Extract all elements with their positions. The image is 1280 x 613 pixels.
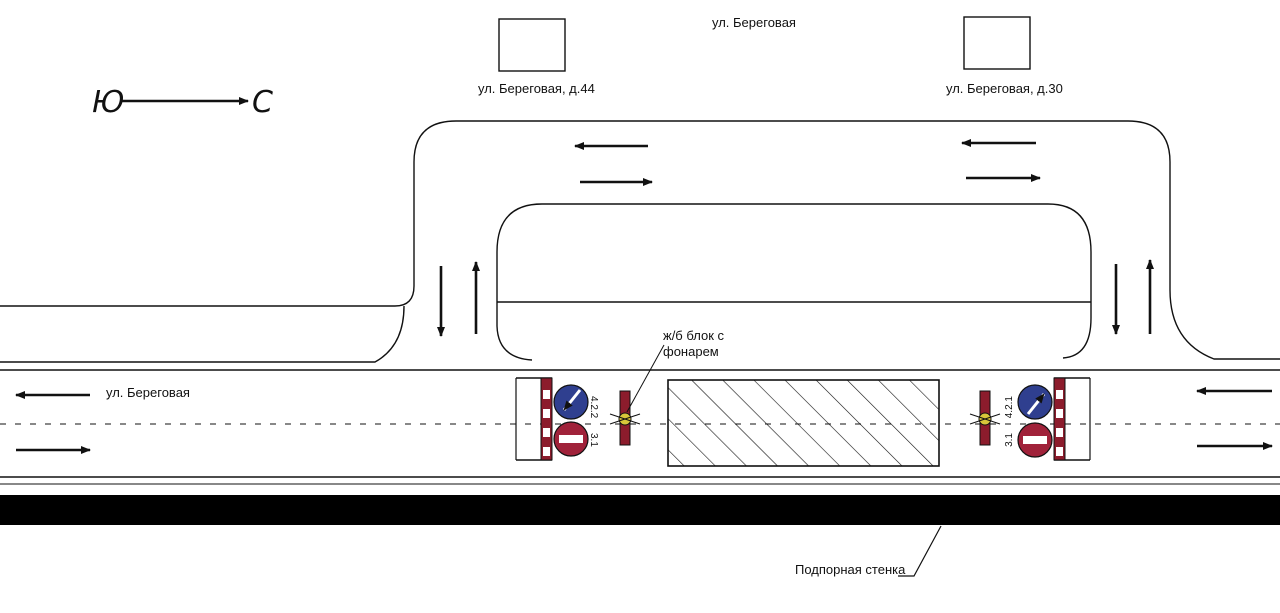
compass-north: С — [252, 85, 273, 120]
barrier-left — [515, 377, 553, 461]
sign-left-red — [553, 421, 589, 457]
concrete-block-right — [969, 390, 1001, 446]
sign-right-upper-code: 4.2.1 — [1004, 396, 1015, 419]
sign-right-red — [1017, 422, 1053, 458]
compass-south: Ю — [92, 85, 124, 120]
street-main-label: ул. Береговая — [106, 385, 190, 400]
retaining-wall-label: Подпорная стенка — [795, 562, 906, 577]
concrete-block-left — [609, 390, 641, 446]
closed-section — [667, 379, 940, 467]
sign-right-blue — [1017, 384, 1053, 420]
compass: Ю С — [92, 85, 273, 120]
house-30 — [963, 16, 1031, 70]
loop-road — [0, 120, 1280, 363]
sign-left-lower-code: 3.1 — [588, 433, 599, 447]
sign-left-upper-code: 4.2.2 — [588, 396, 599, 419]
barrier-right — [1053, 377, 1091, 461]
main-road — [0, 369, 1280, 485]
sign-right-lower-code: 3.1 — [1004, 433, 1015, 447]
block-label-leader — [626, 344, 665, 413]
main-road-arrows — [15, 387, 1273, 454]
street-top-label: ул. Береговая — [712, 15, 796, 30]
loop-arrows — [437, 139, 1154, 337]
block-label-line1: ж/б блок с — [663, 328, 724, 343]
keep-left-right-arrow-icon — [1017, 384, 1053, 420]
retaining-wall — [0, 495, 1280, 525]
house-30-label: ул. Береговая, д.30 — [946, 81, 1063, 96]
house-44-label: ул. Береговая, д.44 — [478, 81, 595, 96]
house-44 — [498, 18, 566, 72]
retaining-wall-leader — [898, 525, 942, 577]
sign-left-blue — [553, 384, 589, 420]
block-label-line2: фонарем — [663, 344, 719, 359]
